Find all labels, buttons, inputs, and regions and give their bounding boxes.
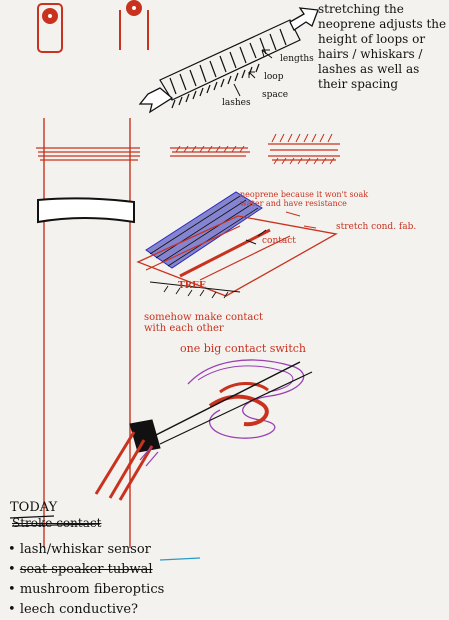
label-stretch-fabric: stretch cond. fab. xyxy=(336,222,417,232)
layer-sketch xyxy=(136,191,338,299)
list-item: • mushroom fiberoptics xyxy=(8,582,165,597)
list-item: • leech conductive? xyxy=(8,602,138,617)
somehow-note-line: with each other xyxy=(144,323,224,334)
sketch-icon-circle-right xyxy=(119,0,149,50)
label-lengths: lengths xyxy=(280,54,314,64)
list-item: • lash/whiskar sensor xyxy=(8,542,151,557)
neoprene-note-line: neoprene because it won't soak xyxy=(240,190,369,199)
list-item: • seat speaker tubwal xyxy=(8,562,153,577)
today-item-text: lash/whiskar sensor xyxy=(19,542,151,557)
today-item-text: mushroom fiberoptics xyxy=(19,582,165,597)
annotation-line: height of loops or xyxy=(318,32,426,46)
hatch-small-middle xyxy=(175,145,245,153)
neoprene-note: neoprene because it won't soak water and… xyxy=(240,190,368,208)
struck-item: Stroke contact xyxy=(12,516,102,530)
annotation-line: hairs / whiskars / xyxy=(318,47,423,61)
stretch-arrow-right xyxy=(289,7,319,31)
tubwal-scribble xyxy=(159,557,201,561)
annotation-line: their spacing xyxy=(318,77,399,91)
today-heading: TODAY xyxy=(10,500,58,515)
switch-note: one big contact switch xyxy=(180,342,306,355)
stretch-arrow-left xyxy=(138,87,174,114)
label-space: space xyxy=(262,90,289,100)
annotation-line: lashes as well as xyxy=(318,62,420,76)
hatched-strip-diagonal xyxy=(159,19,301,109)
somehow-note: somehow make contact with each other xyxy=(144,312,263,334)
somehow-note-line: somehow make contact xyxy=(144,312,264,323)
contact-switch-scribble xyxy=(94,359,313,501)
label-loop: loop xyxy=(264,72,284,82)
black-band xyxy=(37,197,135,224)
today-item-text: leech conductive? xyxy=(19,602,138,617)
label-tree: TREE xyxy=(178,281,206,291)
label-pointer-arrows xyxy=(233,49,273,97)
strike-line xyxy=(11,523,101,527)
annotation-line: neoprene adjusts the xyxy=(318,17,447,31)
vertical-strip-left xyxy=(43,118,131,548)
neoprene-note-line: water and have resistance xyxy=(240,199,347,208)
annotation-top-right: stretching the neoprene adjusts the heig… xyxy=(318,2,446,92)
today-item-text: seat speaker tubwal xyxy=(19,562,153,577)
annotation-line: stretching the xyxy=(318,2,404,16)
hatch-small-right xyxy=(271,133,335,165)
sketch-icon-circle-left xyxy=(37,3,63,53)
today-list: • lash/whiskar sensor • seat speaker tub… xyxy=(8,540,164,620)
label-contact: contact xyxy=(262,236,296,246)
label-lashes: lashes xyxy=(222,98,251,108)
today-underline xyxy=(9,515,55,519)
